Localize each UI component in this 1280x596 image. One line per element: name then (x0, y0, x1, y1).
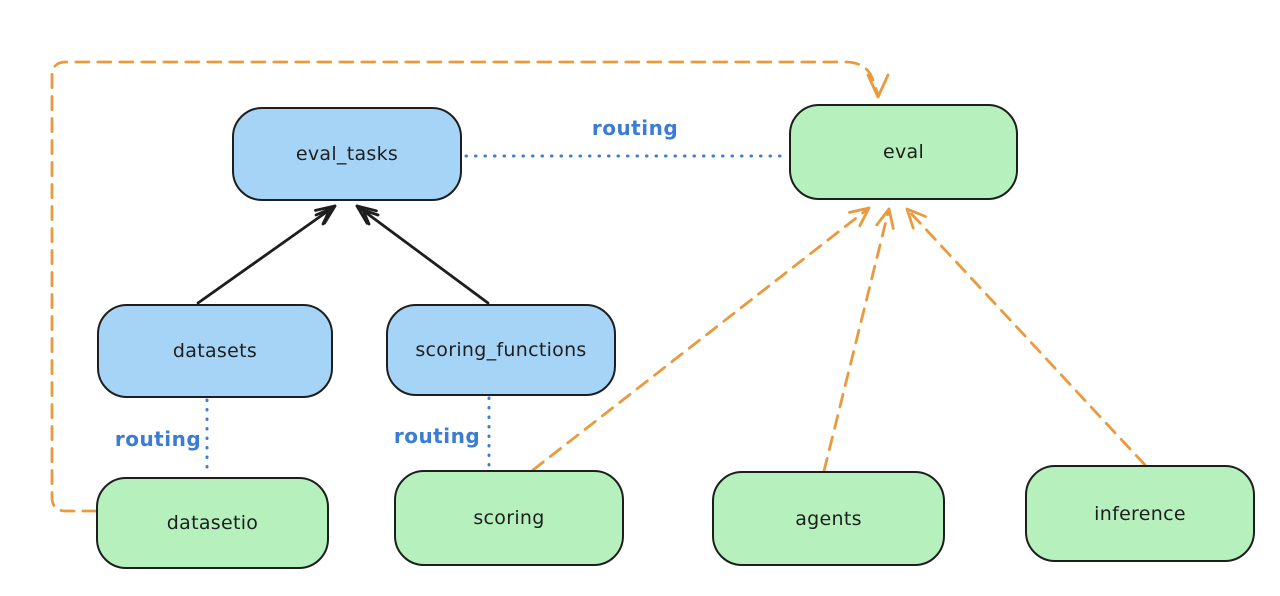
edge-datasetio-to-eval (50, 60, 890, 513)
edge-agents-to-eval (822, 207, 895, 473)
node-eval: eval (789, 104, 1018, 200)
node-datasets: datasets (97, 304, 333, 398)
edge-scoring-functions-to-eval-tasks (355, 204, 490, 305)
node-eval-tasks-label: eval_tasks (295, 143, 399, 165)
node-eval-tasks: eval_tasks (232, 107, 462, 201)
node-scoring-functions: scoring_functions (386, 304, 616, 396)
node-inference-label: inference (1094, 502, 1186, 525)
edge-datasets-to-eval-tasks (196, 204, 337, 305)
node-inference: inference (1025, 465, 1255, 562)
node-scoring-label: scoring (473, 507, 545, 529)
node-datasetio: datasetio (96, 477, 329, 569)
edge-label-routing-top: routing (591, 116, 679, 140)
edge-label-routing-scoring: routing (393, 424, 481, 448)
node-scoring-functions-label: scoring_functions (415, 339, 587, 361)
node-scoring: scoring (394, 470, 624, 566)
node-eval-label: eval (882, 141, 925, 163)
edge-scoring-to-eval (531, 206, 871, 472)
edge-label-routing-datasets: routing (114, 427, 202, 451)
node-datasetio-label: datasetio (166, 512, 259, 534)
node-datasets-label: datasets (172, 340, 258, 362)
edge-inference-to-eval (905, 207, 1147, 467)
node-agents: agents (712, 471, 945, 566)
node-agents-label: agents (795, 507, 862, 530)
